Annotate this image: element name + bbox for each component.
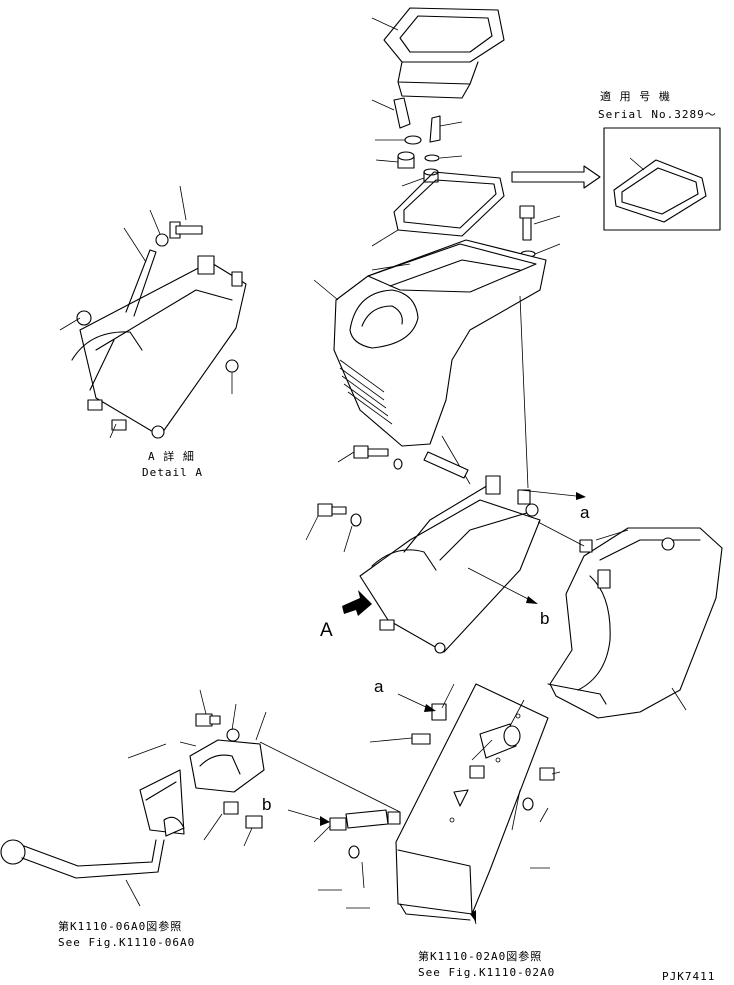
see-fig-left-jp: 第K1110-06A0図参照 [58,919,182,933]
detail-a-en: Detail A [142,466,203,479]
drawing-code: PJK7411 [662,970,715,983]
see-fig-left-en: See Fig.K1110-06A0 [58,936,195,949]
big-arrow-a: A [320,590,372,641]
gas-spring: b [259,741,401,843]
leader-a-upper: a b [467,295,590,628]
bolts-middle [305,445,403,553]
ref-b-lower: b [262,795,271,814]
bracket-assembly [359,435,541,654]
lever-bracket [179,689,267,847]
see-fig-right-en: See Fig.K1110-02A0 [418,966,555,979]
label-big-a: A [320,620,333,641]
bolt-top-right [519,205,561,258]
ref-b-upper: b [540,609,549,628]
side-cover [537,521,723,719]
lower-plate: a [318,677,561,925]
detail-a: A 詳 細 Detail A [59,185,247,479]
console-housing [313,239,547,447]
see-fig-right-jp: 第K1110-02A0図参照 [418,949,542,963]
detail-a-jp: A 詳 細 [148,449,195,463]
serial-variant-box: 適 用 号 機 Serial No.3289～ [511,89,721,231]
ref-a-upper: a [580,503,590,522]
boot-cover [371,7,505,99]
serial-number: Serial No.3289～ [598,108,717,121]
applicable-serial-jp: 適 用 号 機 [600,89,671,103]
ref-a-lower: a [374,677,384,696]
clips [371,97,463,187]
gasket [371,171,505,247]
lever [0,743,185,907]
